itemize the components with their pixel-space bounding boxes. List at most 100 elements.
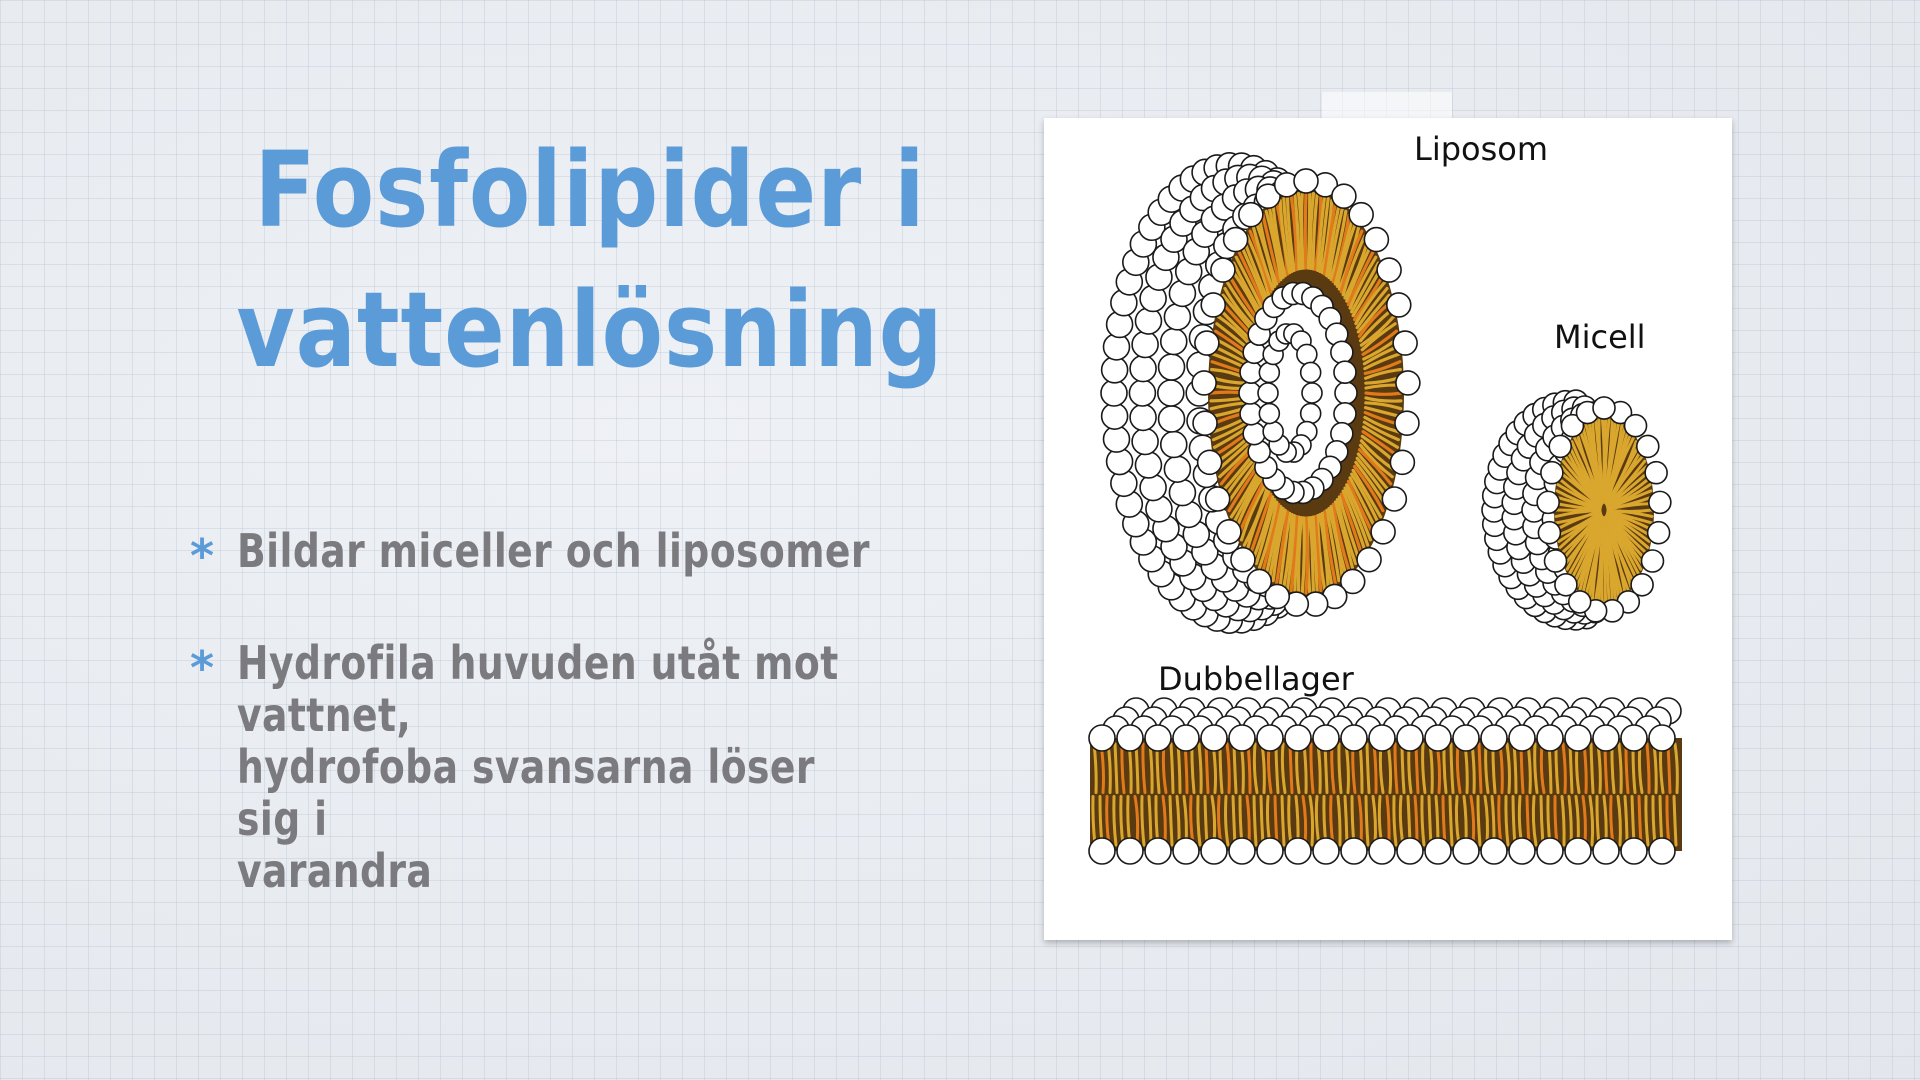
lipid-head [1649, 491, 1671, 513]
liposome-illustration [1101, 153, 1420, 633]
lipid-head [1285, 838, 1311, 864]
lipid-head [1541, 462, 1563, 484]
lipid-head [1294, 169, 1318, 193]
lipid-head [1538, 522, 1560, 544]
lipid-head [1231, 548, 1255, 572]
lipid-head [1192, 371, 1216, 395]
lipid-head [1164, 456, 1190, 482]
lipid-head [1357, 548, 1381, 572]
lipid-head [1335, 382, 1357, 404]
lipid-head [1641, 550, 1663, 572]
lipid-tail [1115, 744, 1117, 793]
bullet-text-line: hydrofoba svansarna löser sig i [237, 741, 871, 845]
lipid-head [1130, 356, 1156, 382]
lipid-tail [1479, 744, 1481, 793]
lipid-head [1364, 228, 1388, 252]
micelle-label: Micell [1554, 318, 1646, 356]
bullet-text: Bildar miceller och liposomer [237, 525, 871, 577]
lipid-head [1145, 725, 1171, 751]
bullet-item: * Bildar miceller och liposomer [190, 525, 1010, 587]
lipid-head [1649, 838, 1675, 864]
bullet-marker: * [190, 525, 237, 587]
lipid-head [1313, 725, 1339, 751]
lipid-head [1145, 838, 1171, 864]
lipid-head [1089, 838, 1115, 864]
lipid-head [1648, 522, 1670, 544]
lipid-head [1102, 357, 1128, 383]
lipid-head [1173, 725, 1199, 751]
bullet-marker: * [190, 637, 237, 699]
lipid-head [1301, 404, 1321, 424]
lipid-tail [1290, 744, 1292, 793]
bilayer-label: Dubbellager [1158, 660, 1354, 698]
lipid-head [1509, 838, 1535, 864]
lipid-head [1593, 838, 1619, 864]
lipid-head [1229, 838, 1255, 864]
lipid-head [1313, 838, 1339, 864]
lipid-head [1211, 258, 1235, 282]
lipid-head [1193, 411, 1217, 435]
lipid-head [1393, 331, 1417, 355]
lipid-head [1285, 725, 1311, 751]
phospholipid-illustration [1044, 118, 1732, 940]
lipid-head [1257, 838, 1283, 864]
lipid-head [1201, 293, 1225, 317]
lipid-head [1565, 838, 1591, 864]
lipid-head [1425, 725, 1451, 751]
lipid-head [1263, 422, 1283, 442]
lipid-head [1387, 293, 1411, 317]
lipid-head [1159, 354, 1185, 380]
lipid-head [1201, 838, 1227, 864]
lipid-head [1390, 450, 1414, 474]
lipid-head [1555, 574, 1577, 596]
lipid-head [1397, 838, 1423, 864]
lipid-head [1341, 725, 1367, 751]
lipid-tail [1367, 744, 1369, 793]
lipid-head [1243, 423, 1265, 445]
lipid-head [1341, 838, 1367, 864]
lipid-tail [1416, 744, 1418, 793]
title-line-1: Fosfolipider i [229, 120, 951, 260]
lipid-head [1117, 725, 1143, 751]
lipid-head [1297, 344, 1317, 364]
lipid-head [1247, 569, 1271, 593]
lipid-head [1537, 491, 1559, 513]
lipid-head [1382, 487, 1406, 511]
lipid-head [1132, 332, 1158, 358]
lipid-head [1161, 329, 1187, 355]
lipid-head [1549, 435, 1571, 457]
bullet-list: * Bildar miceller och liposomer * Hydrof… [190, 525, 1010, 947]
lipid-head [1621, 838, 1647, 864]
lipid-head [1621, 725, 1647, 751]
lipid-tail [1366, 393, 1401, 394]
lipid-head [1140, 475, 1166, 501]
lipid-head [1135, 308, 1161, 334]
bilayer-illustration [1089, 698, 1682, 864]
lipid-head [1625, 415, 1647, 437]
liposome-label: Liposom [1414, 130, 1548, 168]
lipid-head [1103, 426, 1129, 452]
lipid-tail [1305, 193, 1306, 268]
lipid-head [1302, 383, 1322, 403]
lipid-tail [1306, 518, 1307, 593]
lipid-head [1545, 550, 1567, 572]
lipid-head [1258, 383, 1278, 403]
lipid-head [1259, 362, 1279, 382]
lipid-head [1217, 520, 1241, 544]
lipid-tail [1450, 797, 1452, 846]
lipid-head [1198, 450, 1222, 474]
lipid-head [1334, 403, 1356, 425]
bullet-text-line: varandra [237, 845, 871, 897]
lipid-head [1164, 304, 1190, 330]
lipid-head [1537, 838, 1563, 864]
lipid-head [1135, 452, 1161, 478]
lipid-head [1377, 258, 1401, 282]
lipid-head [1169, 480, 1195, 506]
lipid-tail [1591, 744, 1593, 793]
lipid-head [1332, 184, 1356, 208]
lipid-tail [1674, 797, 1676, 846]
lipid-head [1259, 404, 1279, 424]
lipid-head [1101, 380, 1127, 406]
lipid-tail [1668, 744, 1670, 793]
phospholipid-figure: Liposom Micell Dubbellager [1044, 118, 1732, 940]
